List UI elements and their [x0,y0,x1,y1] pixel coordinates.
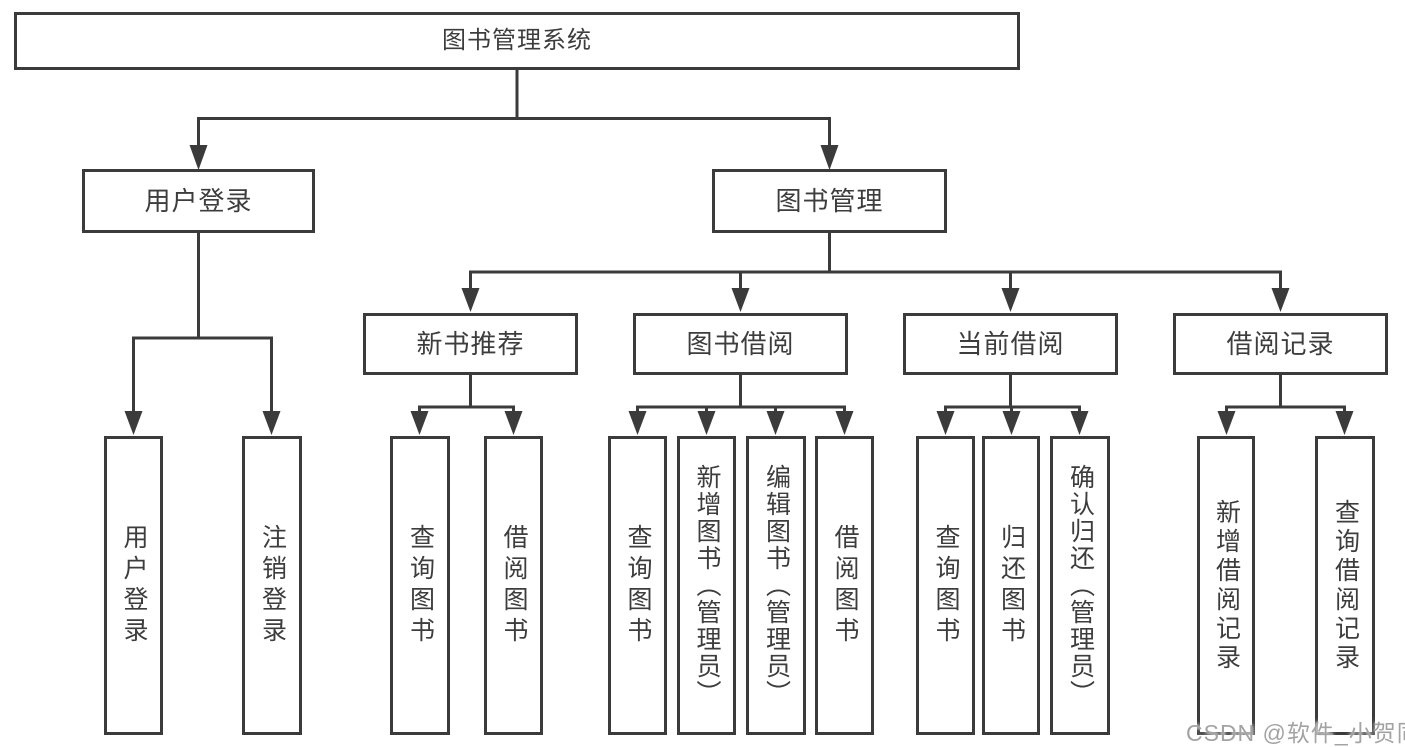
leaf-return-books: 归还图书 [982,436,1040,735]
leaf-borrow-books-2: 借阅图书 [815,436,874,735]
node-book-management: 图书管理 [712,169,947,233]
leaf-user-login: 用户登录 [104,436,163,735]
node-library-management-system: 图书管理系统 [14,12,1020,70]
leaf-borrow-books: 借阅图书 [484,436,543,735]
leaf-confirm-return-admin: 确认归还（管理员） [1050,436,1110,735]
leaf-query-books-2: 查询图书 [608,436,667,735]
leaf-query-books: 查询图书 [390,436,450,735]
node-book-borrowing: 图书借阅 [633,313,848,375]
node-new-book-recommendation: 新书推荐 [363,313,578,375]
csdn-watermark: CSDN @软件_小贺同学 [1186,720,1405,746]
leaf-edit-books-admin: 编辑图书（管理员） [746,436,806,735]
leaf-add-books-admin: 新增图书（管理员） [677,436,736,735]
leaf-logout: 注销登录 [242,436,302,735]
node-borrowing-records: 借阅记录 [1173,313,1388,375]
node-user-login: 用户登录 [82,169,315,233]
leaf-add-borrow-record: 新增借阅记录 [1197,436,1255,735]
leaf-query-borrow-record: 查询借阅记录 [1315,436,1375,735]
leaf-query-books-3: 查询图书 [916,436,975,735]
node-current-borrowing: 当前借阅 [903,313,1118,375]
